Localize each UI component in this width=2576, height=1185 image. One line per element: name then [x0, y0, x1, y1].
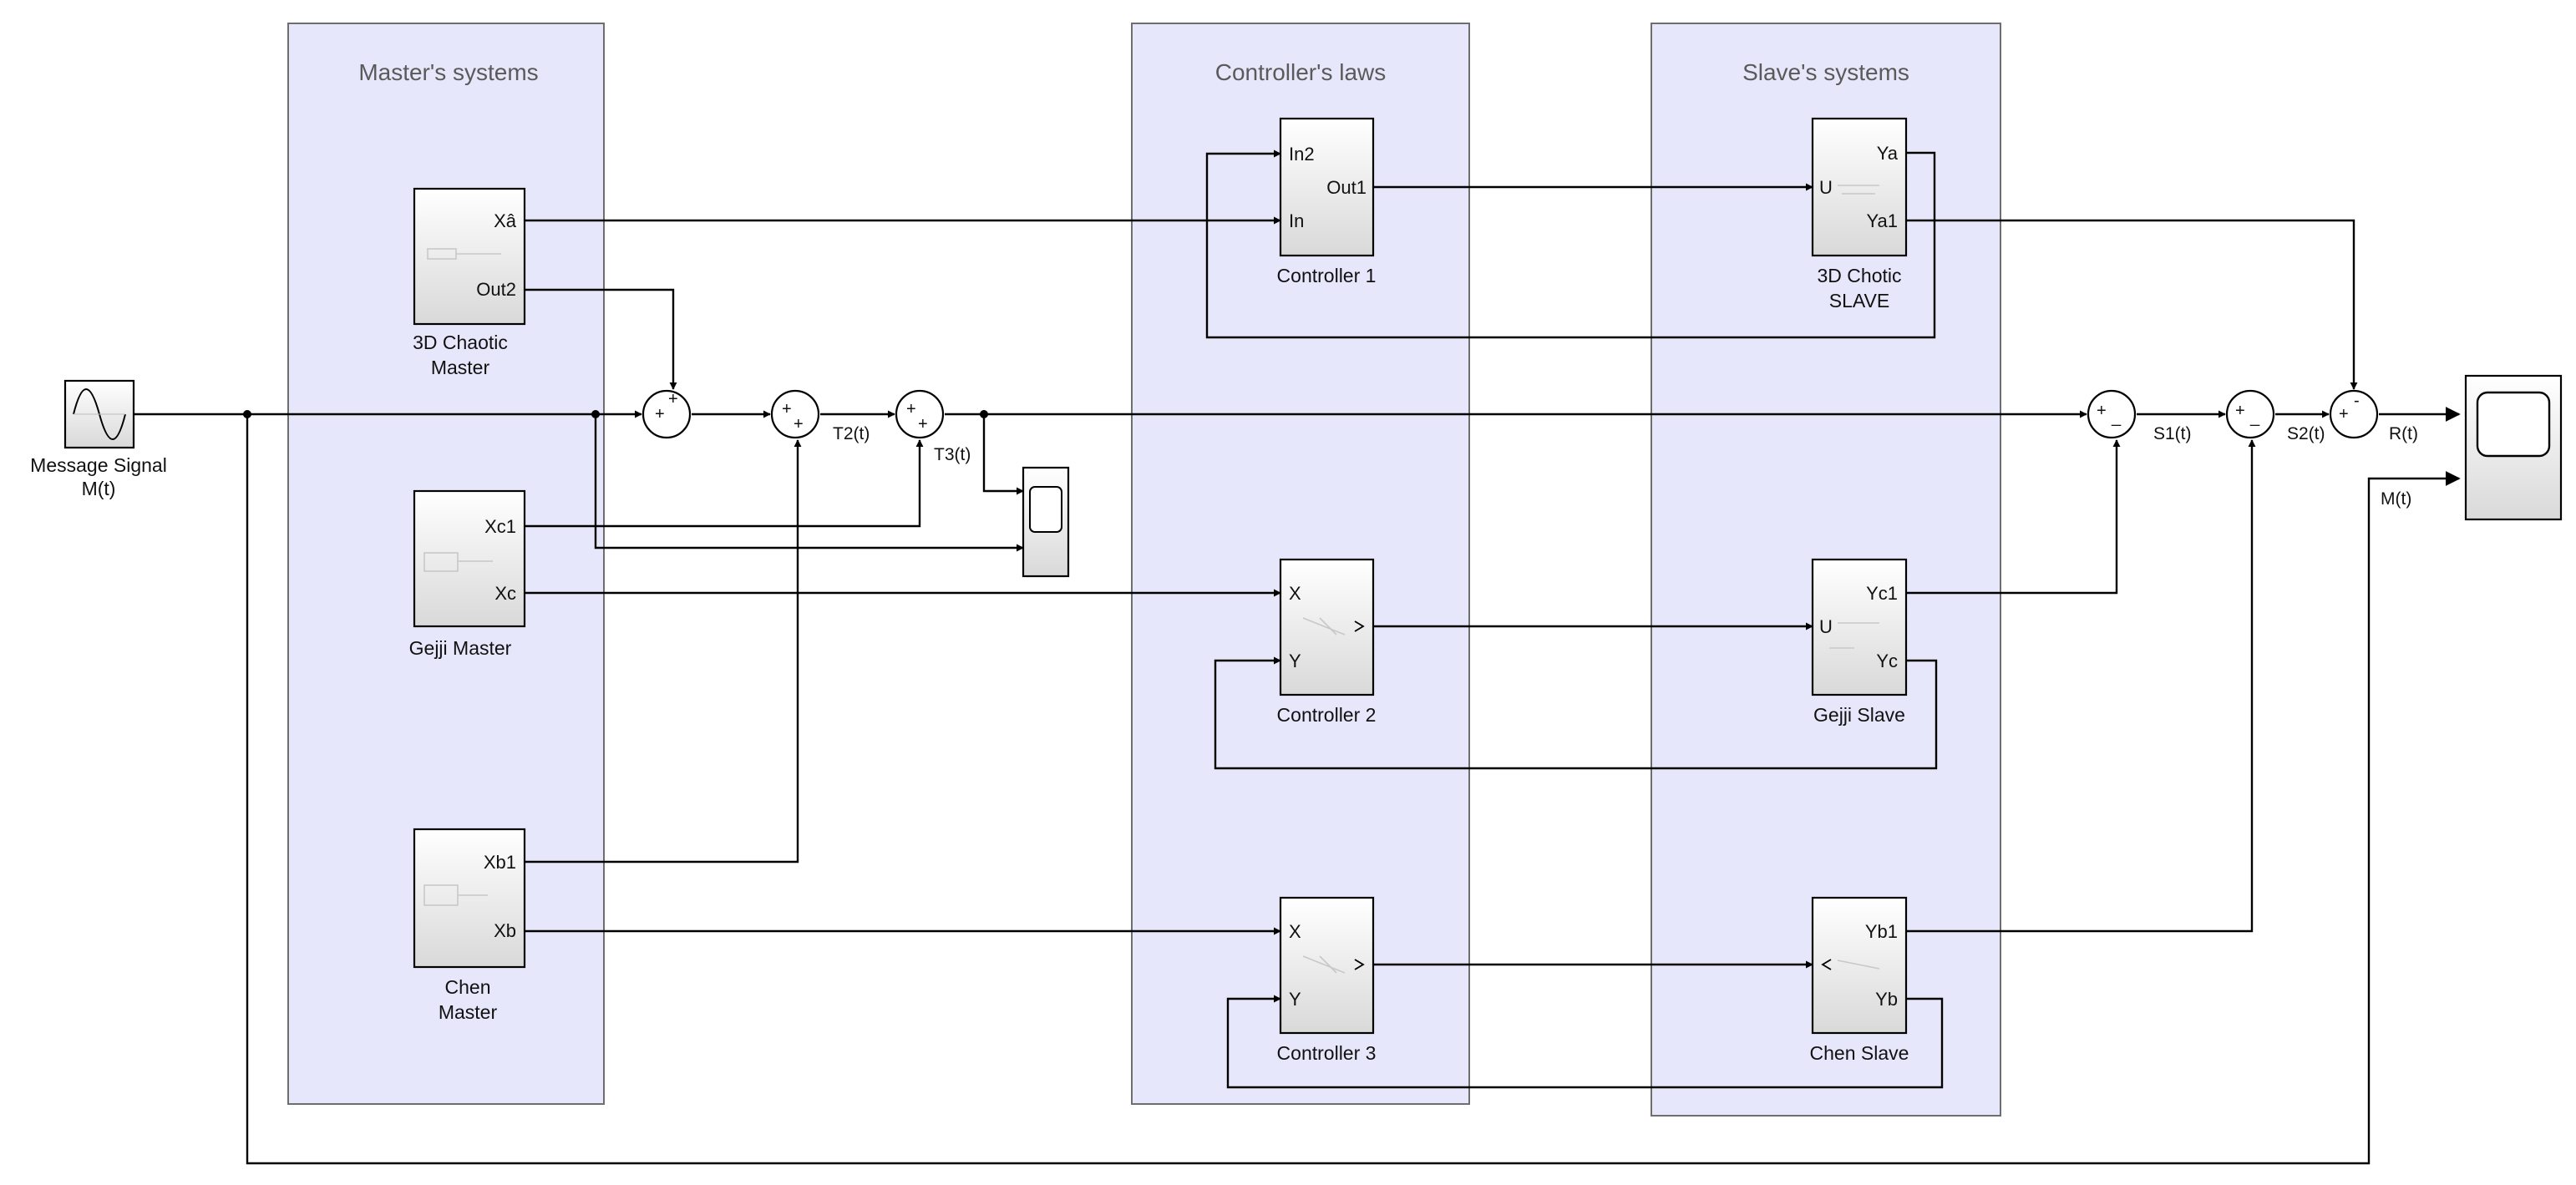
junction-dot	[980, 410, 988, 418]
junction-dot	[243, 410, 251, 418]
port-in-y: Y	[1289, 989, 1301, 1010]
port-out-out1: Out1	[1326, 177, 1367, 198]
port-in-u: U	[1819, 177, 1833, 198]
subsystem-icon	[1829, 622, 1879, 649]
sum-sign: +	[2097, 402, 2107, 420]
sum-sign: +	[2339, 405, 2349, 423]
subsystem-icon	[427, 248, 501, 260]
chen-master-sublabel: Master	[439, 1001, 498, 1023]
chaotic-slave-label: 3D Chotic	[1818, 265, 1902, 286]
chaotic-master-block[interactable]: Xâ Out2 3D Chaotic Master	[413, 187, 526, 378]
controller-3-block[interactable]: X Y Controller 3	[1277, 896, 1377, 1064]
controller-3-label: Controller 3	[1277, 1042, 1377, 1064]
signal-label-s1: S1(t)	[2153, 424, 2192, 443]
sum-block-3[interactable]: + +	[895, 389, 945, 439]
scope-large[interactable]	[2464, 374, 2563, 521]
port-in-in2: In2	[1289, 144, 1315, 165]
sum-block-5[interactable]: + _	[2225, 389, 2275, 439]
port-out-out2: Out2	[476, 279, 516, 300]
port-in-u: U	[1819, 616, 1833, 637]
signal-label-t2: T2(t)	[833, 424, 870, 443]
output-arrow-icon	[1354, 959, 1365, 970]
sum-sign: +	[655, 405, 665, 423]
port-in-in: In	[1289, 210, 1304, 231]
port-out-xb1: Xb1	[484, 852, 516, 873]
controller-2-block[interactable]: X Y Controller 2	[1277, 558, 1377, 726]
chaotic-slave-block[interactable]: U Ya Ya1 3D Chotic SLAVE	[1811, 117, 1908, 311]
chen-master-block[interactable]: Xb1 Xb Chen Master	[413, 828, 526, 1023]
subsystem-icon	[1302, 955, 1346, 974]
port-out-ya: Ya	[1877, 143, 1899, 164]
message-signal-sublabel: M(t)	[82, 478, 116, 499]
port-out-yc1: Yc1	[1866, 583, 1898, 604]
port-in-y: Y	[1289, 651, 1301, 671]
area-title-slave: Slave's systems	[1742, 59, 1909, 85]
gejji-master-block[interactable]: Xc1 Xc Gejji Master	[409, 489, 526, 659]
subsystem-icon	[423, 552, 493, 572]
signal-label-s2: S2(t)	[2287, 424, 2325, 443]
signal-label-m: M(t)	[2381, 489, 2411, 509]
message-signal-label: Message Signal	[30, 454, 167, 476]
subsystem-icon	[1838, 185, 1879, 195]
sum-sign: +	[794, 415, 804, 433]
chen-master-label: Chen	[445, 976, 491, 998]
message-signal-block[interactable]: Message Signal M(t)	[30, 379, 167, 499]
output-arrow-icon	[1354, 620, 1365, 632]
sum-sign: +	[906, 400, 916, 418]
port-out-xa: Xâ	[494, 210, 517, 231]
wires	[134, 149, 2461, 1165]
subsystem-icon	[1837, 960, 1880, 970]
scope-icon	[1029, 486, 1062, 533]
sum-sign: +	[782, 400, 792, 418]
controller-2-label: Controller 2	[1277, 704, 1377, 726]
port-in-x: X	[1289, 921, 1301, 942]
controller-1-block[interactable]: In2 In Out1 Controller 1	[1277, 117, 1377, 286]
port-in-x: X	[1289, 583, 1301, 604]
port-out-xb: Xb	[494, 920, 516, 941]
sum-sign: _	[2111, 408, 2122, 427]
port-out-ya1: Ya1	[1866, 210, 1898, 231]
port-out-yb1: Yb1	[1865, 921, 1898, 942]
junction-dot	[591, 410, 600, 418]
sum-sign: +	[668, 390, 678, 408]
gejji-slave-block[interactable]: U Yc1 Yc Gejji Slave	[1811, 558, 1908, 726]
sum-sign: _	[2249, 408, 2260, 427]
area-title-controller: Controller's laws	[1215, 59, 1387, 85]
port-out-yb: Yb	[1875, 989, 1898, 1010]
sum-sign: -	[2354, 392, 2360, 410]
gejji-slave-label: Gejji Slave	[1813, 704, 1905, 726]
input-arrow-icon	[1821, 959, 1832, 970]
sum-sign: +	[2235, 402, 2245, 420]
port-out-xc1: Xc1	[484, 516, 516, 537]
sum-block-2[interactable]: + +	[770, 389, 820, 439]
port-out-xc: Xc	[494, 583, 516, 604]
subsystem-icon	[1302, 617, 1346, 636]
sum-block-6[interactable]: + -	[2329, 389, 2379, 439]
controller-1-label: Controller 1	[1277, 265, 1377, 286]
chaotic-master-sublabel: Master	[431, 357, 490, 378]
sum-sign: +	[918, 415, 928, 433]
signal-label-t3: T3(t)	[934, 445, 971, 464]
scope-icon	[2476, 391, 2551, 458]
subsystem-icon	[423, 884, 488, 906]
area-title-master: Master's systems	[358, 59, 538, 85]
port-out-yc: Yc	[1876, 651, 1898, 671]
gejji-master-label: Gejji Master	[409, 637, 512, 659]
chen-slave-label: Chen Slave	[1810, 1042, 1909, 1064]
chaotic-master-label: 3D Chaotic	[413, 332, 508, 353]
sum-block-1[interactable]: + +	[641, 389, 692, 439]
chaotic-slave-sublabel: SLAVE	[1829, 290, 1889, 311]
chen-slave-block[interactable]: Yb1 Yb Chen Slave	[1810, 896, 1909, 1064]
scope-small[interactable]	[1022, 466, 1070, 578]
signal-label-r: R(t)	[2389, 424, 2418, 443]
sum-block-4[interactable]: + _	[2087, 389, 2137, 439]
